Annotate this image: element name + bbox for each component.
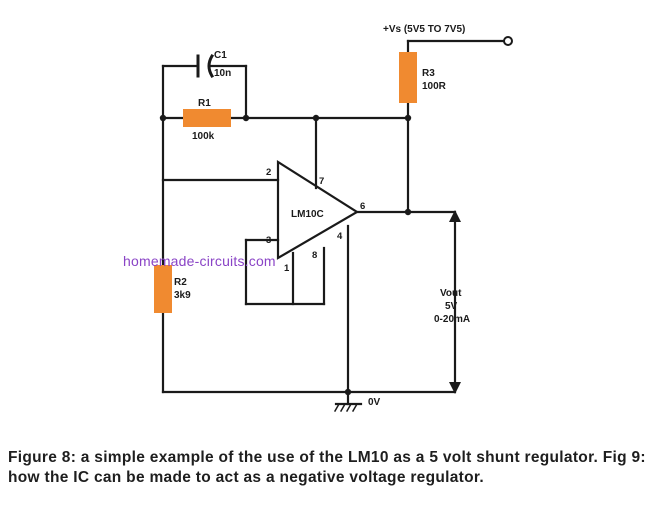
schematic-diagram: +Vs (5V5 TO 7V5) C1 10n R1 100k R3 100R … [123,24,513,413]
pin-6-label: 6 [360,201,365,212]
pin-4-label: 4 [337,231,343,242]
figure-caption: Figure 8: a simple example of the use of… [8,449,646,486]
r2-ref: R2 [174,277,187,288]
r1-value: 100k [192,131,215,142]
r3-value: 100R [422,81,447,92]
c1-value: 10n [214,68,231,79]
r2-value: 3k9 [174,290,191,301]
vout-voltage: 5V [445,301,458,312]
r3-resistor [399,52,417,103]
r1-ref: R1 [198,98,211,109]
watermark-text: homemade-circuits.com [123,253,276,269]
c1-ref: C1 [214,50,227,61]
vout-current: 0-20mA [434,314,470,325]
r3-ref: R3 [422,68,435,79]
pin-8-label: 8 [312,250,317,261]
r2-resistor [154,265,172,313]
pin-1-label: 1 [284,263,290,274]
pin-3-label: 3 [266,235,271,246]
supply-label: +Vs (5V5 TO 7V5) [383,24,465,35]
vout-label: Vout [440,288,462,299]
pin-2-label: 2 [266,167,271,178]
vout-arrows [449,210,461,394]
ground-label: 0V [368,397,381,408]
ic-label: LM10C [291,209,324,220]
junction-dots [159,114,412,396]
wires [161,39,507,413]
opamp-symbol [276,160,360,260]
supply-terminal [503,36,513,46]
pin-7-label: 7 [319,176,324,187]
resistor-bodies [154,52,417,313]
r1-resistor [183,109,231,127]
